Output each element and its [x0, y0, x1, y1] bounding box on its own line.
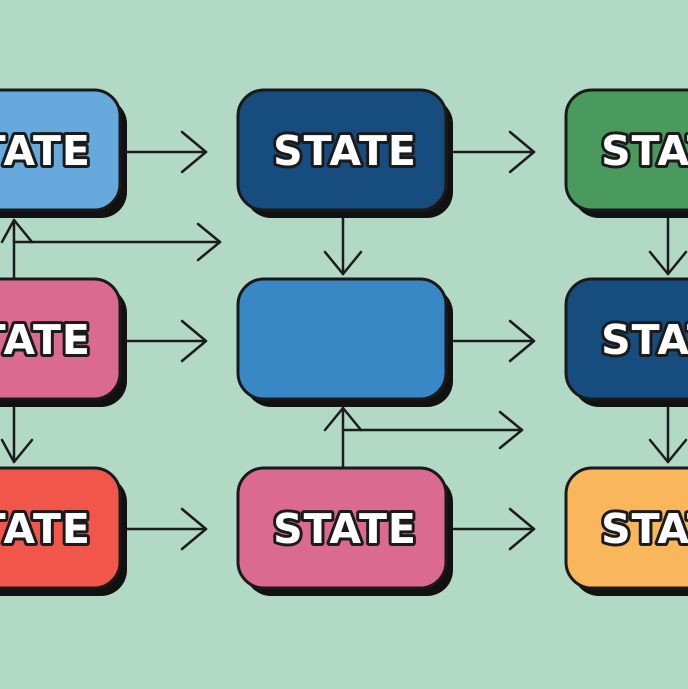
state-node-r1c1: STATE: [0, 88, 127, 218]
state-node-r2c3: STATE: [564, 277, 688, 407]
edge-r2c1-r1c1: [0, 218, 222, 280]
edge-r1c3-r2c3: [648, 214, 688, 276]
node-box: [236, 277, 448, 401]
state-node-r3c1: STATE: [0, 466, 127, 596]
state-node-r3c3: STATE: [564, 466, 688, 596]
node-label: STATE: [0, 505, 91, 553]
node-label: STATE: [273, 127, 417, 175]
edge-r3c2-r3c3: [452, 507, 536, 551]
node-label: STATE: [601, 316, 688, 364]
node-box: [564, 466, 688, 590]
node-box: [564, 277, 688, 401]
state-node-r2c1: STATE: [0, 277, 127, 407]
node-box: [0, 277, 122, 401]
node-box: [236, 88, 448, 212]
edge-r1c2-r2c2: [323, 214, 363, 276]
node-box: [236, 466, 448, 590]
state-node-r3c2: STATE: [236, 466, 453, 596]
node-label: STATE: [601, 127, 688, 175]
edge-r3c1-r3c2: [124, 507, 208, 551]
node-box: [0, 88, 122, 212]
node-box: [564, 88, 688, 212]
edge-r3c2-r2c2: [323, 406, 524, 468]
edges-layer: [0, 130, 688, 551]
node-box: [0, 466, 122, 590]
node-label: STATE: [601, 505, 688, 553]
state-node-r2c2: [236, 277, 453, 407]
state-node-r1c3: STATE: [564, 88, 688, 218]
nodes-layer: STATE STATE STATE STATE STATE STATE STATE STATE: [0, 88, 688, 596]
edge-r2c1-r2c2: [124, 319, 208, 363]
edge-r2c2-r2c3: [452, 319, 536, 363]
edge-r1c1-r1c2: [124, 130, 208, 174]
edge-r2c1-r3c1: [0, 402, 34, 464]
edge-r1c2-r1c3: [452, 130, 536, 174]
node-label: STATE: [0, 316, 91, 364]
state-node-r1c2: STATE: [236, 88, 453, 218]
node-label: STATE: [0, 127, 91, 175]
edge-r2c3-r3c3: [648, 402, 688, 464]
node-label: STATE: [273, 505, 417, 553]
